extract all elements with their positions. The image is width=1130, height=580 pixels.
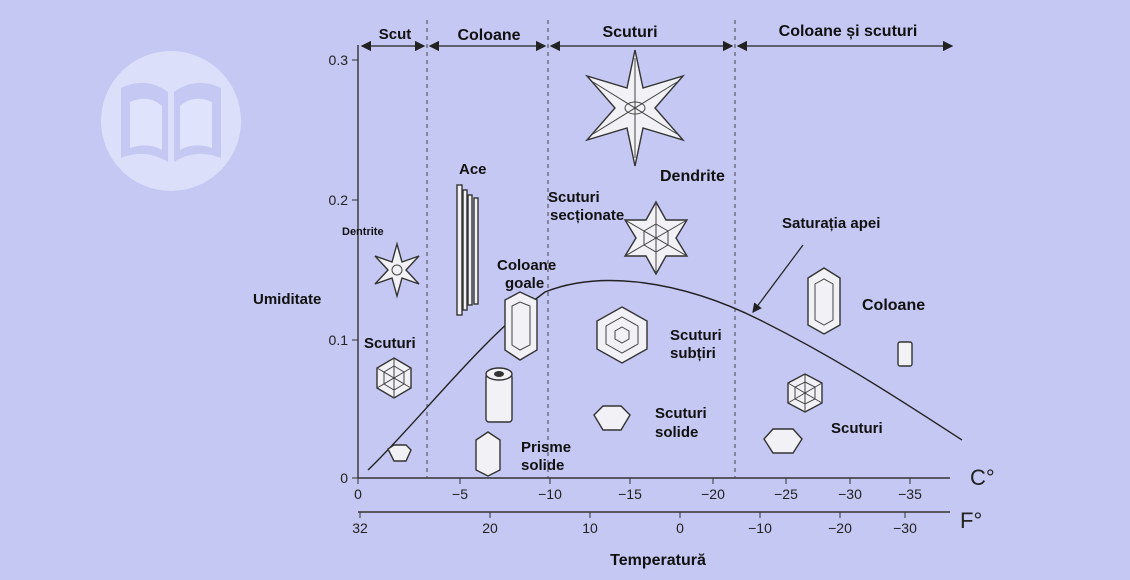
hollow-column-crystal xyxy=(504,291,538,361)
thin-plate-crystal xyxy=(596,306,648,364)
water-saturation-curve xyxy=(367,279,963,471)
celsius-tick-label: −15 xyxy=(618,486,642,502)
fahrenheit-tick-label: 0 xyxy=(676,520,684,536)
solid-prism-crystal xyxy=(485,367,513,423)
region-label-coloane-si-scuturi: Coloane și scuturi xyxy=(779,23,918,40)
celsius-tick-label: −5 xyxy=(452,486,468,502)
y-tick-label: 0.2 xyxy=(329,192,349,208)
sectored-plate-crystal xyxy=(623,200,689,276)
celsius-tick-label: −35 xyxy=(898,486,922,502)
fahrenheit-tick-label: −20 xyxy=(828,520,852,536)
fahrenheit-tick-label: 20 xyxy=(482,520,498,536)
y-tick-label: 0.3 xyxy=(329,52,349,68)
fahrenheit-ticks: 32 20 10 0 −10 −20 −30 F° xyxy=(352,508,982,536)
celsius-tick-label: −25 xyxy=(774,486,798,502)
label-scuturi-left: Scuturi xyxy=(364,335,416,352)
hex-plate-crystal-right xyxy=(787,373,823,413)
label-dentrite: Dentrite xyxy=(342,226,384,238)
dendrite-crystal-small xyxy=(374,241,420,299)
y-ticks: 0 0.1 0.2 0.3 xyxy=(329,52,358,486)
fahrenheit-tick-label: 32 xyxy=(352,520,368,536)
fahrenheit-unit: F° xyxy=(960,508,982,533)
label-solide-1: Scuturi xyxy=(655,405,707,422)
label-ace: Ace xyxy=(459,161,487,178)
region-label-scut: Scut xyxy=(379,26,412,43)
celsius-tick-label: 0 xyxy=(354,486,362,502)
solid-plate-crystal xyxy=(593,405,631,431)
solid-plate-crystal-right xyxy=(763,428,803,454)
label-prisme-2: solide xyxy=(521,457,564,474)
needle-crystals xyxy=(456,184,479,316)
label-prisme-1: Prisme xyxy=(521,439,571,456)
hex-plate-crystal xyxy=(376,357,412,399)
label-sectionate-2: secționate xyxy=(550,207,624,224)
small-column-crystal-right xyxy=(897,341,913,367)
fahrenheit-tick-label: −30 xyxy=(893,520,917,536)
label-subtiri-1: Scuturi xyxy=(670,327,722,344)
fahrenheit-tick-label: 10 xyxy=(582,520,598,536)
celsius-ticks: 0 −5 −10 −15 −20 −25 −30 −35 C° xyxy=(354,465,995,502)
label-saturatia: Saturația apei xyxy=(782,215,880,232)
x-axis-title: Temperatură xyxy=(610,552,706,569)
label-solide-2: solide xyxy=(655,424,698,441)
region-label-coloane: Coloane xyxy=(457,27,520,44)
label-coloane-goale-1: Coloane xyxy=(497,257,556,274)
dendrite-crystal-large xyxy=(584,49,686,167)
label-coloane-right: Coloane xyxy=(862,297,925,314)
celsius-tick-label: −20 xyxy=(701,486,725,502)
y-axis-title: Umiditate xyxy=(253,291,321,308)
celsius-tick-label: −30 xyxy=(838,486,862,502)
book-logo-icon xyxy=(101,51,241,191)
fahrenheit-tick-label: −10 xyxy=(748,520,772,536)
small-plate-crystal xyxy=(387,444,412,462)
y-tick-label: 0 xyxy=(340,470,348,486)
solid-prism-crystal-small xyxy=(475,431,501,477)
celsius-tick-label: −10 xyxy=(538,486,562,502)
label-coloane-goale-2: goale xyxy=(505,275,544,292)
celsius-unit: C° xyxy=(970,465,995,490)
saturation-pointer xyxy=(752,244,804,313)
label-sectionate-1: Scuturi xyxy=(548,189,600,206)
column-crystal-right xyxy=(807,267,841,335)
label-scuturi-right: Scuturi xyxy=(831,420,883,437)
y-tick-label: 0.1 xyxy=(329,332,349,348)
label-dendrite: Dendrite xyxy=(660,168,725,185)
region-label-scuturi: Scuturi xyxy=(602,24,657,41)
label-subtiri-2: subțiri xyxy=(670,345,716,362)
